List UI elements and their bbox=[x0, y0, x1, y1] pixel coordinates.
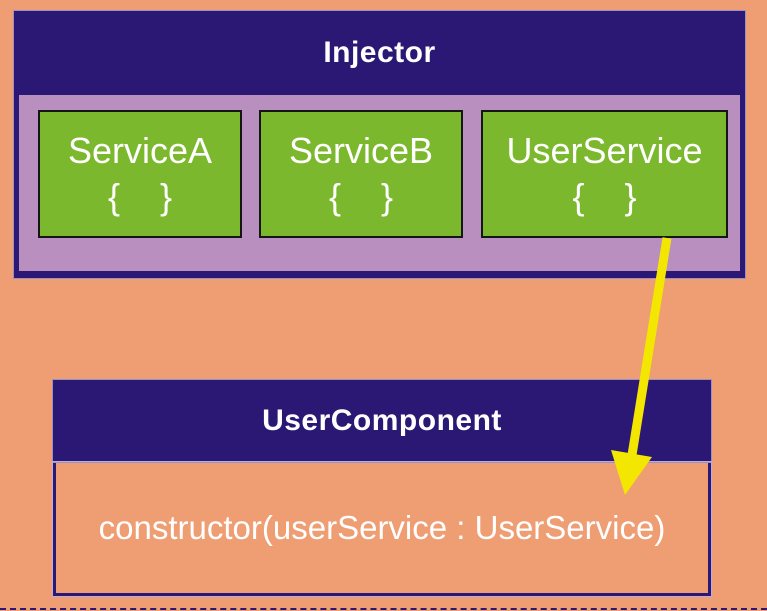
bottom-dashed-divider bbox=[0, 608, 767, 610]
injector-box: Injector ServiceA { } ServiceB { } UserS… bbox=[13, 10, 746, 279]
user-component-box: UserComponent constructor(userService : … bbox=[52, 379, 712, 597]
injector-title: Injector bbox=[323, 36, 436, 69]
user-component-title: UserComponent bbox=[262, 404, 502, 437]
user-component-header: UserComponent bbox=[52, 379, 712, 463]
user-service-label: UserService bbox=[506, 130, 703, 171]
service-a-braces: { } bbox=[107, 176, 173, 217]
user-service-box: UserService { } bbox=[481, 110, 728, 238]
user-component-body: constructor(userService : UserService) bbox=[52, 461, 712, 597]
service-b-box: ServiceB { } bbox=[259, 110, 463, 238]
injector-header: Injector bbox=[14, 11, 745, 95]
injector-services-panel: ServiceA { } ServiceB { } UserService { … bbox=[19, 95, 740, 271]
service-b-braces: { } bbox=[328, 176, 394, 217]
service-a-box: ServiceA { } bbox=[38, 110, 242, 238]
service-b-label: ServiceB bbox=[288, 130, 434, 171]
user-service-braces: { } bbox=[572, 176, 637, 217]
service-a-label: ServiceA bbox=[67, 130, 213, 171]
constructor-signature: constructor(userService : UserService) bbox=[98, 508, 666, 546]
